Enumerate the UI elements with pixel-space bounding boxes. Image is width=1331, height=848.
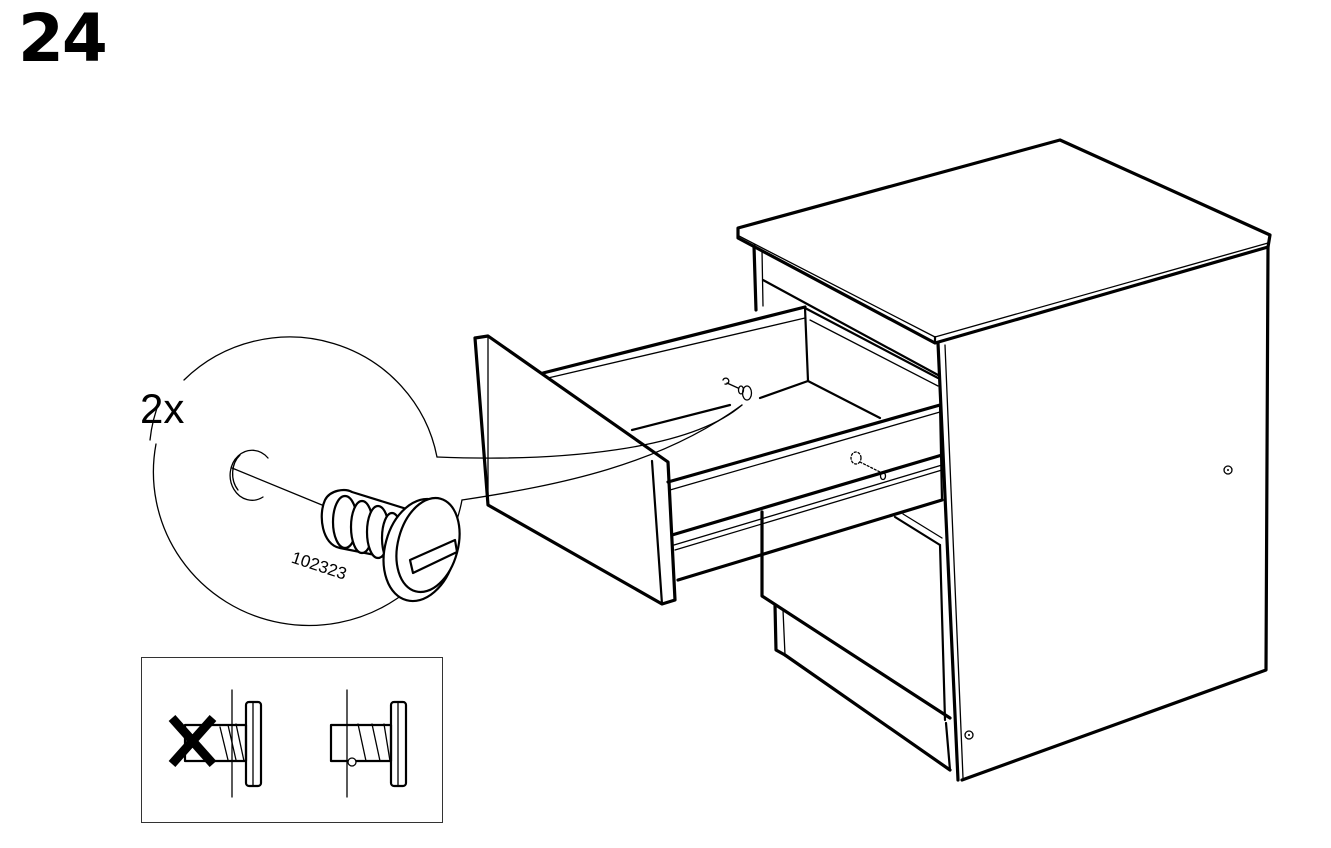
orientation-hint-box (141, 657, 443, 823)
cabinet-icon (736, 138, 1272, 782)
screw-icon (320, 489, 461, 603)
quantity-label: 2x (140, 385, 185, 432)
orientation-hint (168, 689, 408, 798)
cross-icon (168, 715, 217, 767)
step-number: 24 (18, 0, 108, 77)
wrong-orientation (168, 689, 263, 798)
open-drawer-icon (473, 305, 944, 606)
correct-orientation (329, 689, 408, 798)
detail-callout (149, 336, 743, 627)
